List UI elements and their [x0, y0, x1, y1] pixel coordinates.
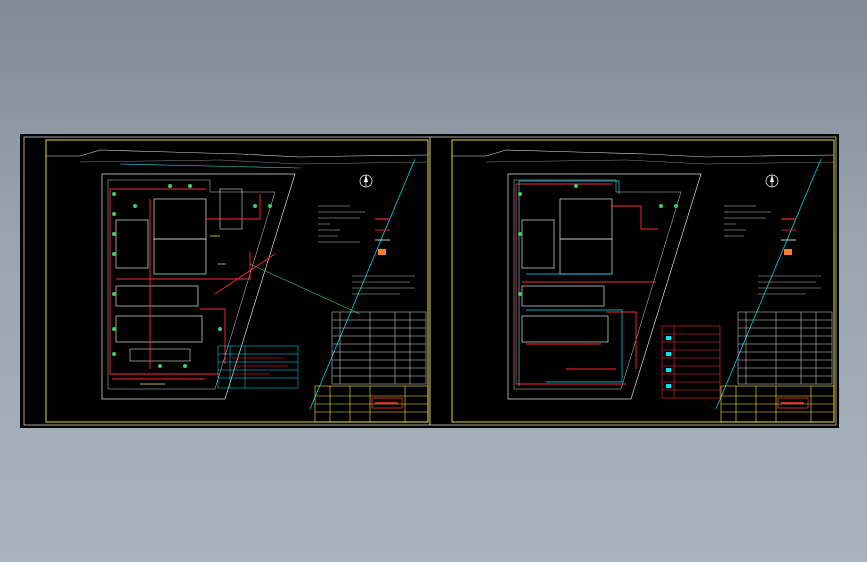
symbol-legend-entries	[666, 336, 671, 388]
pipe-legend-text	[232, 357, 288, 375]
site-inner-road	[513, 179, 682, 390]
building-6	[219, 188, 243, 230]
sheet-left	[23, 136, 431, 426]
building-4	[115, 285, 199, 307]
tree-symbols	[518, 184, 678, 296]
axis-line	[309, 158, 416, 410]
boundary-top	[119, 163, 301, 169]
building-7	[129, 348, 191, 362]
building-1	[559, 198, 613, 240]
sheet-frame-inner	[45, 139, 429, 423]
north-arrow-icon	[359, 174, 373, 188]
building-2	[153, 238, 207, 275]
notes-block	[318, 205, 365, 243]
cad-drawing-svg	[23, 136, 837, 426]
legend-block	[781, 218, 796, 255]
equipment-table	[331, 311, 427, 385]
pipe-legend-table	[217, 345, 299, 389]
road-top-2	[79, 159, 429, 165]
green-diagonal	[249, 263, 361, 315]
water-pipe-network	[518, 180, 623, 386]
road-top	[46, 149, 429, 158]
title-stamp	[371, 397, 403, 409]
pipe-network	[109, 188, 276, 380]
notes-block	[724, 205, 771, 237]
building-5	[115, 315, 203, 343]
building-3	[521, 219, 555, 269]
cad-drawing-canvas[interactable]	[20, 134, 839, 428]
sheet-frame-inner	[451, 139, 835, 423]
road-top-2	[485, 159, 835, 165]
building-2	[559, 238, 613, 275]
site-boundary	[507, 173, 702, 400]
notes-block-2	[352, 275, 415, 295]
building-3	[115, 219, 149, 269]
site-boundary	[101, 173, 296, 400]
fence-lines	[140, 235, 226, 385]
legend-block	[375, 218, 390, 255]
title-stamp	[777, 397, 809, 409]
road-top	[452, 149, 835, 158]
sheet-frame-outer	[23, 136, 431, 426]
pipe-network	[515, 183, 658, 385]
notes-block-2	[758, 275, 821, 295]
equipment-table	[737, 311, 833, 385]
north-arrow-icon	[765, 174, 779, 188]
building-5	[521, 315, 609, 343]
site-inner-road	[107, 179, 276, 390]
axis-line	[715, 158, 822, 410]
sheet-frame-outer	[429, 136, 837, 426]
tree-symbols	[112, 184, 272, 368]
title-block	[720, 385, 835, 423]
symbol-legend-table	[661, 325, 721, 399]
building-1	[153, 198, 207, 240]
title-block	[314, 385, 429, 423]
sheet-right	[429, 136, 837, 426]
building-4	[521, 285, 605, 307]
